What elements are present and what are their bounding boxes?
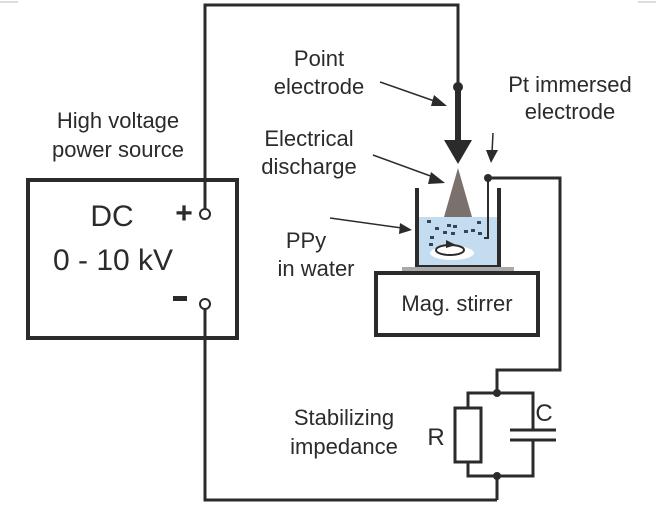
wire-positive: [203, 3, 460, 209]
power-source-box: [26, 178, 239, 340]
ppy-label-1: PPy: [286, 228, 326, 253]
discharge-cone: [444, 168, 472, 217]
resistor: [453, 406, 483, 464]
discharge-label-1: Electrical: [264, 126, 353, 151]
discharge-pointer: [372, 154, 437, 179]
wire-negative: [203, 309, 497, 502]
point-electrode-pointer: [379, 81, 441, 104]
ppy-particles: [427, 220, 482, 246]
ppy-pointer: [329, 217, 403, 229]
power-source-caption-2: power source: [52, 137, 184, 162]
arrow-head-icon: [431, 95, 447, 106]
arrow-head-icon: [399, 223, 412, 234]
power-range-label: 0 - 10 kV: [53, 244, 173, 277]
impedance-label-2: impedance: [290, 434, 398, 459]
power-type-label: DC: [90, 200, 133, 233]
magnetic-stirrer-box: [374, 271, 540, 337]
ppy-label-2: in water: [277, 256, 354, 281]
resistor-label: R: [427, 424, 444, 451]
pt-electrode-label-2: electrode: [525, 99, 616, 124]
capacitor-label: C: [535, 400, 552, 427]
impedance-label-1: Stabilizing: [294, 405, 394, 430]
arrow-head-icon: [486, 150, 498, 163]
stirrer-plate: [402, 267, 514, 272]
junction-node: [493, 389, 501, 397]
pt-electrode-label-1: Pt immersed: [508, 72, 631, 97]
point-electrode-label-2: electrode: [274, 74, 365, 99]
minus-terminal-symbol: [173, 296, 187, 301]
pt-electrode-pointer: [491, 132, 494, 154]
junction-node: [493, 472, 501, 480]
point-electrode-tip: [444, 140, 472, 164]
pt-electrode-wire: [484, 178, 489, 239]
power-source-caption-1: High voltage: [57, 108, 179, 133]
plus-terminal-symbol: +: [175, 197, 193, 230]
stir-arrow-icon: [446, 240, 456, 248]
arrow-head-icon: [428, 172, 445, 184]
point-electrode-shaft: [455, 87, 461, 142]
stirrer-label: Mag. stirrer: [401, 291, 512, 316]
discharge-label-2: discharge: [261, 154, 356, 179]
wire-pt-electrode: [488, 176, 562, 393]
minus-terminal: [199, 298, 211, 310]
point-electrode-label-1: Point: [294, 46, 344, 71]
plus-terminal: [199, 208, 211, 220]
